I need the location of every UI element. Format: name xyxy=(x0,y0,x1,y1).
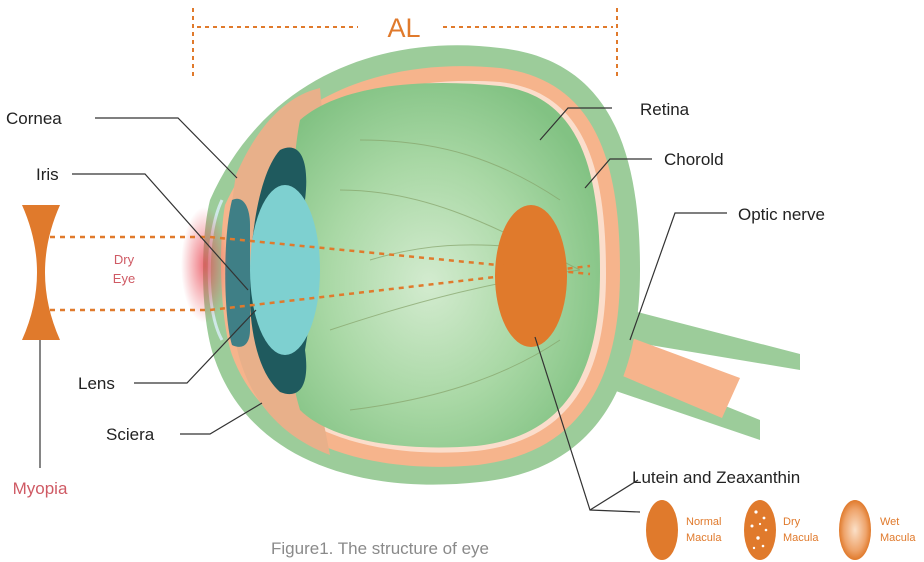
al-label: AL xyxy=(387,13,420,43)
dry-eye-label-line2: Eye xyxy=(113,271,135,286)
dry-eye-label-line1: Dry xyxy=(114,252,135,267)
figure-caption: Figure1. The structure of eye xyxy=(271,539,489,558)
svg-text:Macula: Macula xyxy=(880,532,916,544)
dry-eye-glow xyxy=(181,207,229,323)
svg-text:Macula: Macula xyxy=(686,532,722,544)
macula-type-normal: Normal Macula xyxy=(646,500,722,560)
sclera-label: Sciera xyxy=(106,425,155,444)
svg-text:Macula: Macula xyxy=(783,532,819,544)
optic-nerve-label: Optic nerve xyxy=(738,205,825,224)
cornea-label: Cornea xyxy=(6,109,62,128)
svg-text:Dry: Dry xyxy=(783,516,801,528)
lens xyxy=(250,185,320,355)
choroid-label: Chorold xyxy=(664,150,724,169)
iris xyxy=(225,199,250,347)
macula-type-dry: Dry Macula xyxy=(744,500,819,560)
macula xyxy=(495,205,567,347)
macula-type-wet: Wet Macula xyxy=(839,500,916,560)
svg-text:Normal: Normal xyxy=(686,516,721,528)
svg-text:Wet: Wet xyxy=(880,516,899,528)
lens-label: Lens xyxy=(78,374,115,393)
iris-label: Iris xyxy=(36,165,59,184)
concave-lens xyxy=(22,205,60,340)
myopia-label: Myopia xyxy=(13,479,68,498)
lutein-label: Lutein and Zeaxanthin xyxy=(632,468,800,487)
retina-label: Retina xyxy=(640,100,690,119)
